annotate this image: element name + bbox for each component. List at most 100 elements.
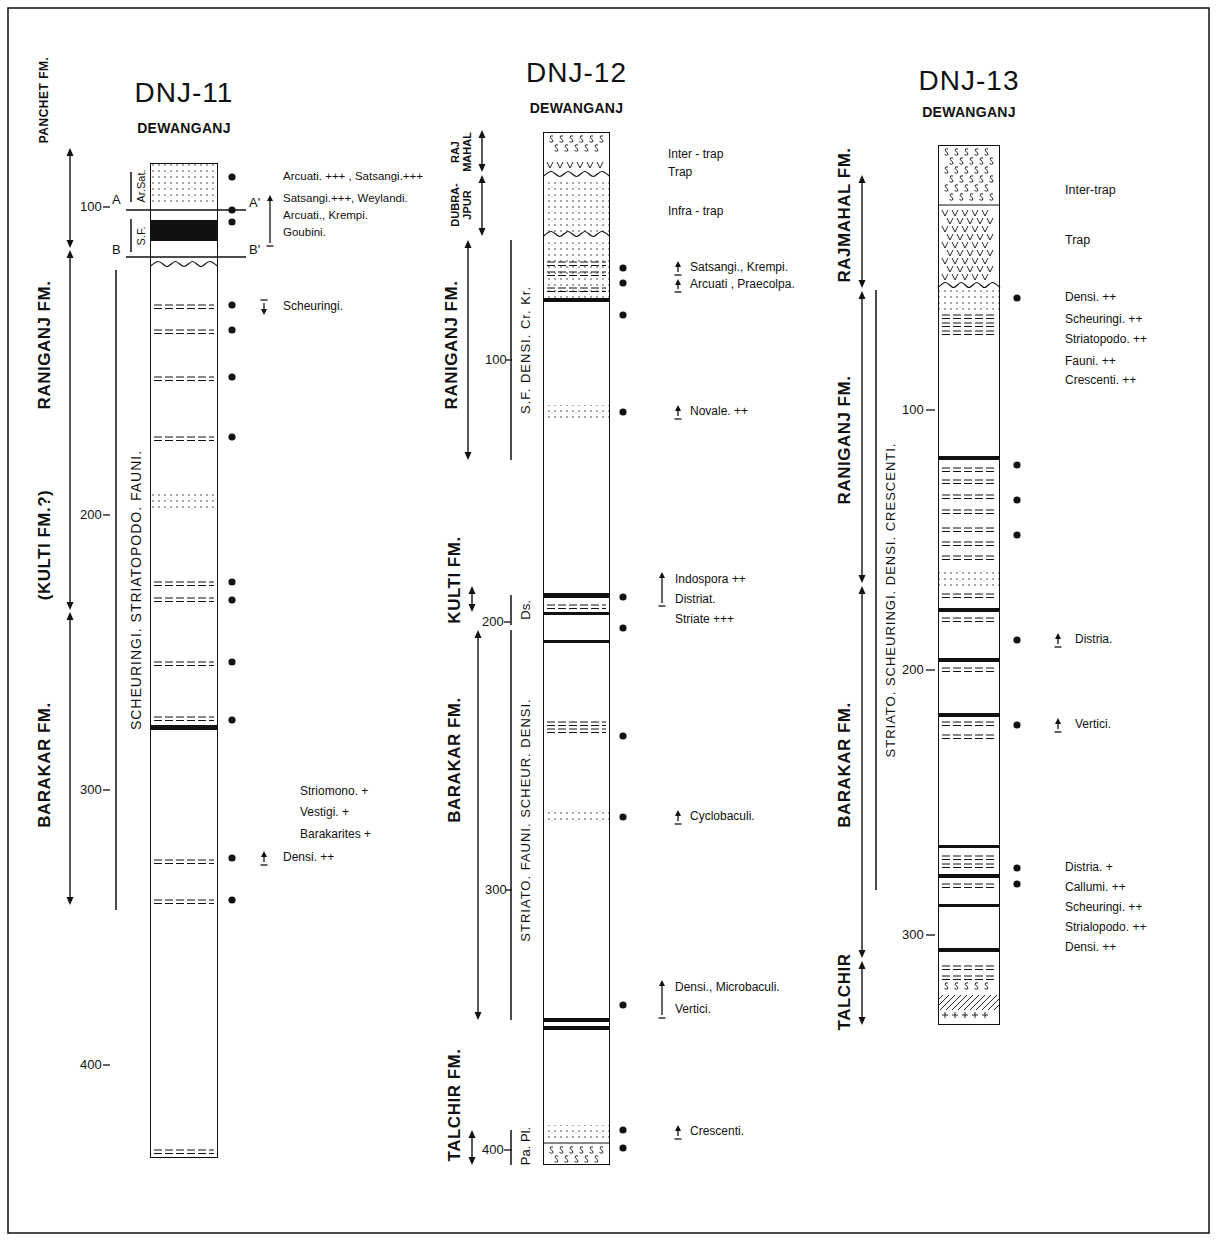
range-head (261, 851, 267, 857)
coal-band (938, 874, 1000, 878)
borehole-column: DNJ-13DEWANGANJ (938, 145, 1000, 1025)
arrow-head (859, 291, 866, 299)
range-head (675, 1125, 681, 1131)
marker-letter: A' (249, 196, 260, 211)
sandstone-fill (544, 240, 609, 298)
depth-tick (103, 206, 110, 207)
intertrap-symbol (945, 983, 989, 990)
range-foot (675, 1138, 682, 1139)
arrow-head (859, 175, 866, 183)
arrow-head (475, 630, 482, 638)
coal-band (150, 725, 218, 730)
taxon-note: Satsangi., Krempi. (690, 261, 788, 275)
sample-dot (619, 593, 626, 600)
shale-dash (154, 1150, 214, 1151)
formation-range-line (861, 590, 862, 954)
shale-dash (942, 545, 996, 546)
formation-range-line (861, 295, 862, 579)
sandstone-fill (151, 490, 217, 512)
sample-dot (228, 596, 235, 603)
shale-dash (942, 597, 996, 598)
depth-number: 400 (482, 1143, 504, 1158)
range-head (1055, 718, 1061, 724)
formation-range-line (481, 134, 482, 168)
taxon-note: Densi., Microbaculi. (675, 981, 780, 995)
arrow-head (859, 950, 866, 958)
borehole-column: DNJ-11DEWANGANJ (150, 163, 218, 1158)
arrow-head (859, 586, 866, 594)
taxon-note: Densi. ++ (283, 851, 334, 865)
zone-bar (115, 270, 117, 910)
shale-dash (942, 331, 996, 332)
sample-dot (619, 1144, 626, 1151)
shale-dash (154, 1153, 214, 1154)
formation-range-line (69, 152, 70, 244)
sample-dot (1013, 636, 1020, 643)
taxon-note: Indospora ++ (675, 573, 746, 587)
sample-dot (228, 854, 235, 861)
lithology-column (543, 136, 627, 1163)
shale-dash (154, 308, 214, 309)
zone-name: Ar.Sat. (135, 169, 148, 202)
shale-dash (154, 598, 214, 599)
arrow-head (469, 1130, 476, 1138)
depth-number: 300 (902, 928, 924, 943)
intertrap-symbol (945, 149, 994, 201)
shale-dash (942, 735, 996, 736)
sample-dot (619, 1001, 626, 1008)
range-stem (269, 198, 270, 243)
shale-dash (547, 265, 606, 266)
depth-number: 100 (80, 200, 102, 215)
zone-name: SCHEURINGI. STRIATOPODO. FAUNI. (128, 450, 144, 730)
shale-dash (547, 291, 606, 292)
arrow-head (859, 961, 866, 969)
arrow-head (859, 575, 866, 583)
formation-name: DUBRA- JPUR (450, 181, 473, 229)
sample-dot (228, 326, 235, 333)
range-stem (661, 575, 662, 603)
depth-number: 200 (902, 663, 924, 678)
shale-dash (942, 884, 996, 885)
shale-dash (547, 605, 606, 606)
shale-dash (154, 903, 214, 904)
range-head (261, 309, 267, 315)
sandstone-fill (939, 288, 999, 312)
zone-name: S.F. (135, 227, 148, 246)
taxon-note: Densi. ++ (1065, 941, 1116, 955)
range-head (675, 261, 681, 267)
shale-dash (942, 318, 996, 319)
locality-name: DEWANGANJ (137, 121, 231, 136)
hatched-fill (939, 995, 999, 1010)
range-stem (661, 983, 662, 1015)
depth-tick (506, 889, 512, 890)
taxon-note: Trap (1065, 233, 1090, 247)
taxon-note: Densi. ++ (1065, 291, 1116, 305)
shale-dash (942, 323, 996, 324)
taxon-note: Cyclobaculi. (690, 810, 755, 824)
taxon-note: Fauni. ++ (1065, 355, 1116, 369)
arrow-head (479, 164, 486, 172)
taxon-note: Arcuati. +++ , Satsangi.+++ (283, 170, 423, 183)
marker-letter: B (112, 243, 121, 258)
formation-name: RANIGANJ FM. (35, 281, 55, 410)
shale-dash (942, 531, 996, 532)
coal-band (938, 608, 1000, 612)
sandstone-fill (544, 405, 609, 418)
arrow-head (67, 250, 74, 258)
taxon-note: Scheuringi. ++ (1065, 901, 1142, 915)
shale-dash (942, 668, 996, 669)
shale-dash (942, 859, 996, 860)
unconformity-line (543, 232, 610, 237)
taxon-note: Striatopodo. ++ (1065, 333, 1147, 347)
sandstone-fill (544, 178, 609, 232)
depth-tick (103, 514, 110, 515)
sample-dot (619, 264, 626, 271)
taxon-note: Inter-trap (1065, 183, 1116, 197)
sample-dot (619, 732, 626, 739)
coal-band (938, 845, 1000, 848)
shale-dash (942, 725, 996, 726)
formation-name: BARAKAR FM. (35, 702, 55, 827)
shale-dash (942, 979, 996, 980)
zone-name: STRIATO. FAUNI. SCHEUR. DENSI. (519, 698, 534, 941)
sample-dot (1013, 880, 1020, 887)
